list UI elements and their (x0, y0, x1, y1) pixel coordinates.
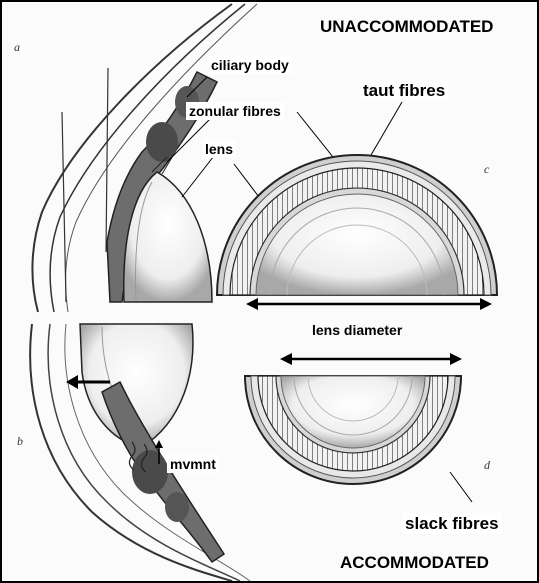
label-zonular-fibres: zonular fibres (186, 102, 284, 120)
label-lens-diameter: lens diameter (309, 321, 405, 339)
heading-unaccommodated: UNACCOMMODATED (320, 18, 493, 35)
figure-letter-b: b (17, 434, 23, 449)
lens-accommodated (245, 376, 472, 502)
figure-letter-c: c (484, 162, 489, 177)
label-ciliary-body: ciliary body (208, 56, 292, 74)
label-mvmnt: mvmnt (167, 455, 219, 473)
figure-letter-a: a (14, 40, 20, 55)
eye-section-accommodated (30, 324, 250, 581)
label-taut-fibres: taut fibres (360, 80, 448, 101)
diameter-arrow-top (246, 298, 492, 310)
label-lens: lens (202, 140, 236, 158)
label-slack-fibres: slack fibres (402, 513, 502, 534)
diameter-arrow-bottom (280, 353, 462, 365)
heading-accommodated: ACCOMMODATED (340, 554, 489, 571)
figure-letter-d: d (484, 458, 490, 473)
lens-unaccommodated (217, 155, 497, 295)
